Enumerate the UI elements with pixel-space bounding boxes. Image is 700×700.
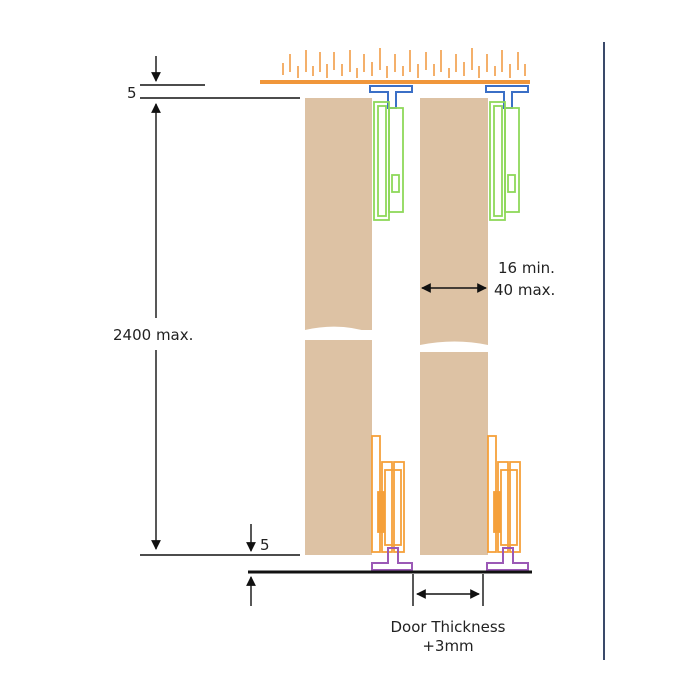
- top-guide-2: [489, 101, 520, 221]
- door-panel-2: [420, 98, 488, 555]
- clearance-min-label: 16 min.: [498, 259, 555, 277]
- height-label: 2400 max.: [113, 326, 193, 344]
- bottom-track-1: [371, 547, 413, 571]
- door-panel-1: [305, 98, 372, 555]
- bottom-track-2: [486, 547, 529, 571]
- height-dimension: [140, 97, 300, 556]
- top-gap-label: 5: [127, 84, 137, 102]
- bottom-roller-2: [487, 435, 521, 553]
- door-thickness-label: Door Thickness: [391, 618, 506, 636]
- top-track-1: [369, 85, 413, 109]
- door-break-lines: [305, 326, 488, 352]
- clearance-max-label: 40 max.: [494, 281, 555, 299]
- bottom-gap-label: 5: [260, 536, 270, 554]
- door-thickness-dimension: [412, 574, 484, 606]
- door-thickness-plus-label: +3mm: [422, 637, 473, 655]
- top-track-2: [485, 85, 529, 109]
- top-gap-dimension: [140, 56, 205, 86]
- ceiling-hatch: [282, 48, 526, 78]
- bottom-roller-1: [371, 435, 405, 553]
- top-guide-1: [373, 101, 404, 221]
